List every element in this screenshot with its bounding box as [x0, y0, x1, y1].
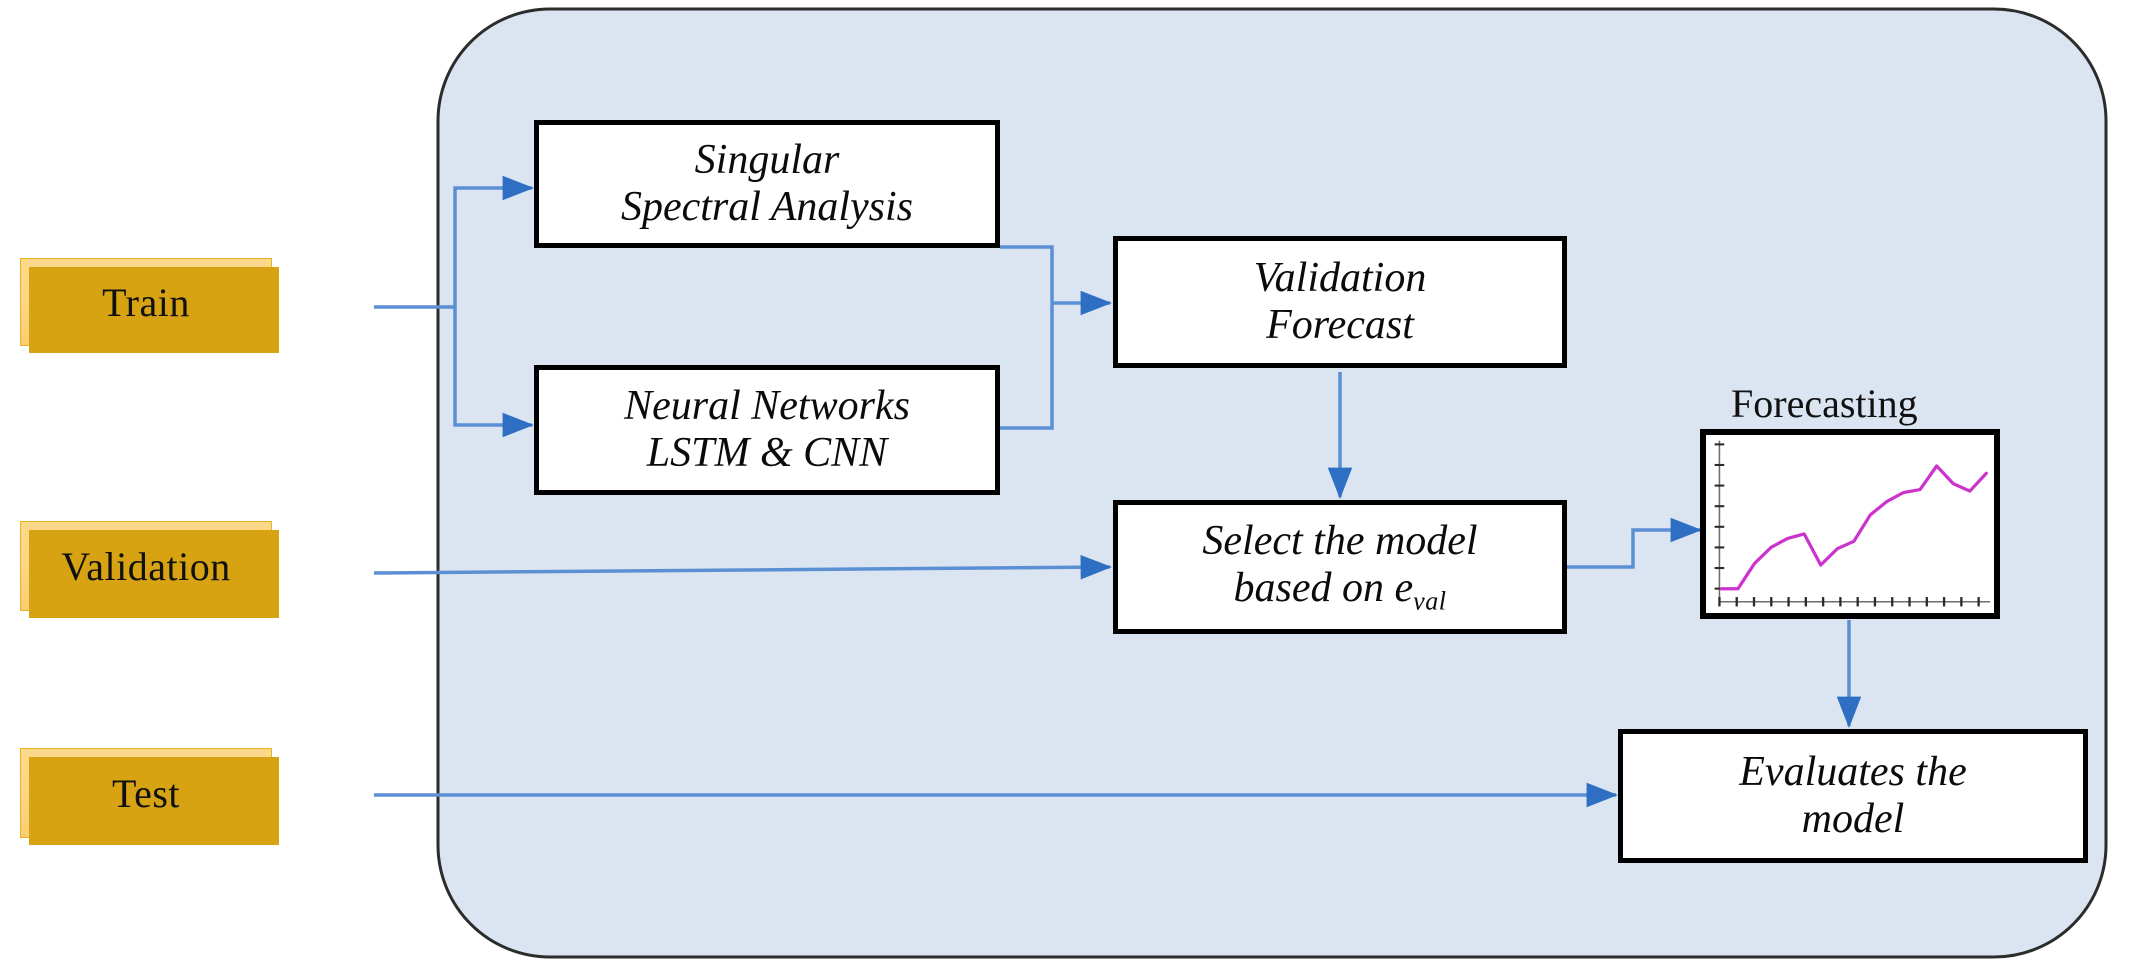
- process-singular-spectral-analysis[interactable]: Singular Spectral Analysis: [534, 120, 1000, 248]
- select-model-line-2-text: based on e: [1233, 565, 1414, 612]
- forecasting-chart-title: Forecasting: [1731, 381, 1918, 426]
- ssa-line-2: Spectral Analysis: [620, 184, 914, 230]
- process-neural-networks[interactable]: Neural Networks LSTM & CNN: [534, 365, 1000, 495]
- arrow-nn-to-merge: [1000, 303, 1054, 430]
- arrow-train-to-ssa: [453, 175, 535, 307]
- forecasting-chart[interactable]: [1700, 429, 2000, 619]
- forecasting-chart-svg: [1706, 435, 1994, 613]
- chart-y-ticks: [1714, 443, 1725, 590]
- select-model-line-2: based on eval: [1234, 565, 1447, 616]
- data-source-test[interactable]: Test: [20, 748, 279, 845]
- chart-line-series: [1719, 464, 1988, 591]
- select-model-subscript: val: [1413, 586, 1447, 616]
- process-select-model[interactable]: Select the model based on eval: [1113, 500, 1567, 634]
- ssa-line-1: Singular: [694, 136, 840, 183]
- chart-axes: [1714, 440, 1991, 607]
- data-source-validation[interactable]: Validation: [20, 521, 279, 618]
- evaluates-line-2: model: [1801, 796, 1905, 842]
- data-source-validation-label: Validation: [61, 543, 231, 589]
- chart-x-ticks: [1718, 597, 1980, 607]
- process-evaluates-model[interactable]: Evaluates the model: [1618, 729, 2088, 863]
- nn-line-1: Neural Networks: [624, 382, 910, 429]
- data-source-test-label: Test: [111, 770, 181, 816]
- arrow-validation-to-select: [373, 554, 1113, 580]
- evaluates-line-1: Evaluates the: [1739, 748, 1967, 795]
- arrow-ssa-to-merge: [1000, 245, 1054, 303]
- select-model-line-1: Select the model: [1202, 518, 1478, 565]
- validation-forecast-line-1: Validation: [1253, 254, 1427, 301]
- process-validation-forecast[interactable]: Validation Forecast: [1113, 236, 1567, 368]
- validation-forecast-line-2: Forecast: [1266, 302, 1414, 348]
- chart-plot-background: [1706, 435, 1994, 613]
- nn-line-2: LSTM & CNN: [646, 430, 888, 476]
- arrow-train-to-nn: [453, 307, 535, 438]
- arrow-select-to-chart: [1566, 517, 1703, 569]
- data-source-train[interactable]: Train: [20, 258, 279, 353]
- data-source-train-label: Train: [102, 279, 190, 325]
